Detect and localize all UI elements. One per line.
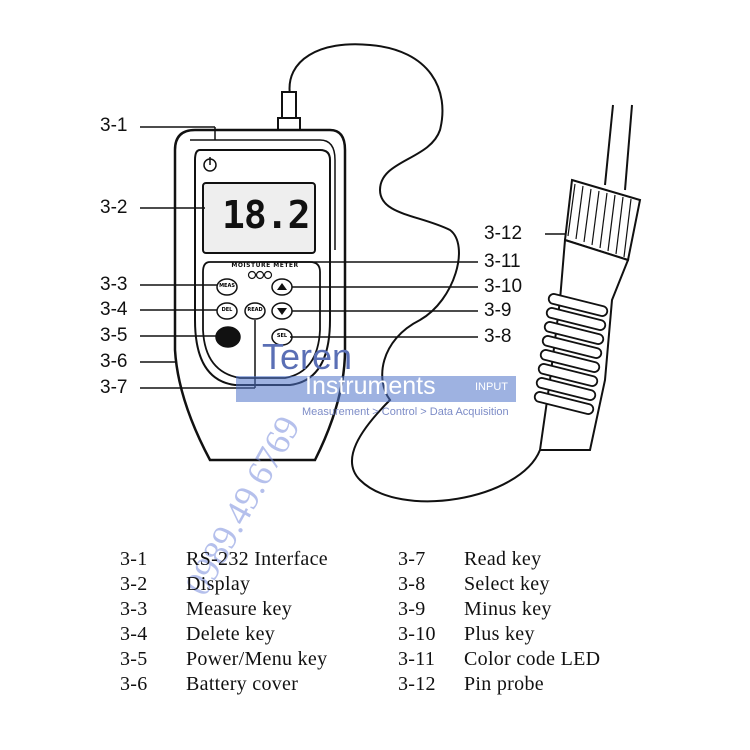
watermark-tagline: Measurement > Control > Data Acquisition [302,406,509,418]
led-3 [263,270,273,280]
leader-lines [140,126,570,389]
legend-code: 3-10 [398,623,436,645]
legend-code: 3-7 [398,548,426,570]
legend-label: RS-232 Interface [186,548,328,570]
callout-3-11: 3-11 [484,251,521,272]
legend-code: 3-9 [398,598,426,620]
probe-cable [288,43,541,503]
callout-3-9: 3-9 [484,300,512,321]
callout-3-6: 3-6 [100,351,128,372]
legend-code: 3-2 [120,573,148,595]
legend-code: 3-11 [398,648,436,670]
legend-code: 3-4 [120,623,148,645]
minus-arrow-icon [277,308,287,315]
legend-label: Plus key [464,623,535,645]
select-key-label: SEL [276,333,288,339]
legend-label: Measure key [186,598,293,620]
callout-3-12: 3-12 [484,223,523,244]
watermark-brand-bottom: Instruments [305,372,436,400]
legend-code: 3-1 [120,548,148,570]
measure-key[interactable] [216,278,238,296]
legend-right: 3-7 Read key 3-8 Select key 3-9 Minus key 3… [398,548,648,708]
lcd-display [202,182,316,254]
callout-3-8: 3-8 [484,326,512,347]
legend-label: Read key [464,548,542,570]
watermark-brand-top: Teren [262,336,353,377]
callout-3-7: 3-7 [100,377,128,398]
legend-code: 3-8 [398,573,426,595]
plus-arrow-icon [277,283,287,290]
legend-code: 3-6 [120,673,148,695]
display-reading: 18.2 [222,193,311,237]
watermark-band [236,376,516,402]
power-menu-key[interactable] [215,326,241,348]
callout-3-2: 3-2 [100,197,128,218]
read-key-label: READ [247,307,263,313]
callout-3-10: 3-10 [484,276,523,297]
legend-label: Display [186,573,251,595]
delete-key[interactable] [216,302,238,320]
legend-label: Battery cover [186,673,299,695]
legend-code: 3-3 [120,598,148,620]
callout-3-1: 3-1 [100,115,128,136]
callout-3-5: 3-5 [100,325,128,346]
pin-probe [533,104,642,451]
device-label: MOISTURE METER [231,262,299,269]
legend-label: Color code LED [464,648,601,670]
legend-label: Minus key [464,598,552,620]
callout-3-3: 3-3 [100,274,128,295]
legend-left: 3-1 RS-232 Interface 3-2 Display 3-3 Measur… [120,548,380,708]
legend-code: 3-12 [398,673,436,695]
measure-key-label: MEAS [219,283,235,289]
legend-code: 3-5 [120,648,148,670]
legend-label: Pin probe [464,673,544,695]
read-key[interactable] [244,302,266,320]
legend-label: Select key [464,573,550,595]
legend-label: Delete key [186,623,276,645]
callout-3-4: 3-4 [100,299,128,320]
legend-label: Power/Menu key [186,648,328,670]
delete-key-label: DEL [221,307,233,313]
led-1 [247,270,257,280]
watermark-brand-tag: INPUT [475,381,508,393]
led-2 [255,270,265,280]
